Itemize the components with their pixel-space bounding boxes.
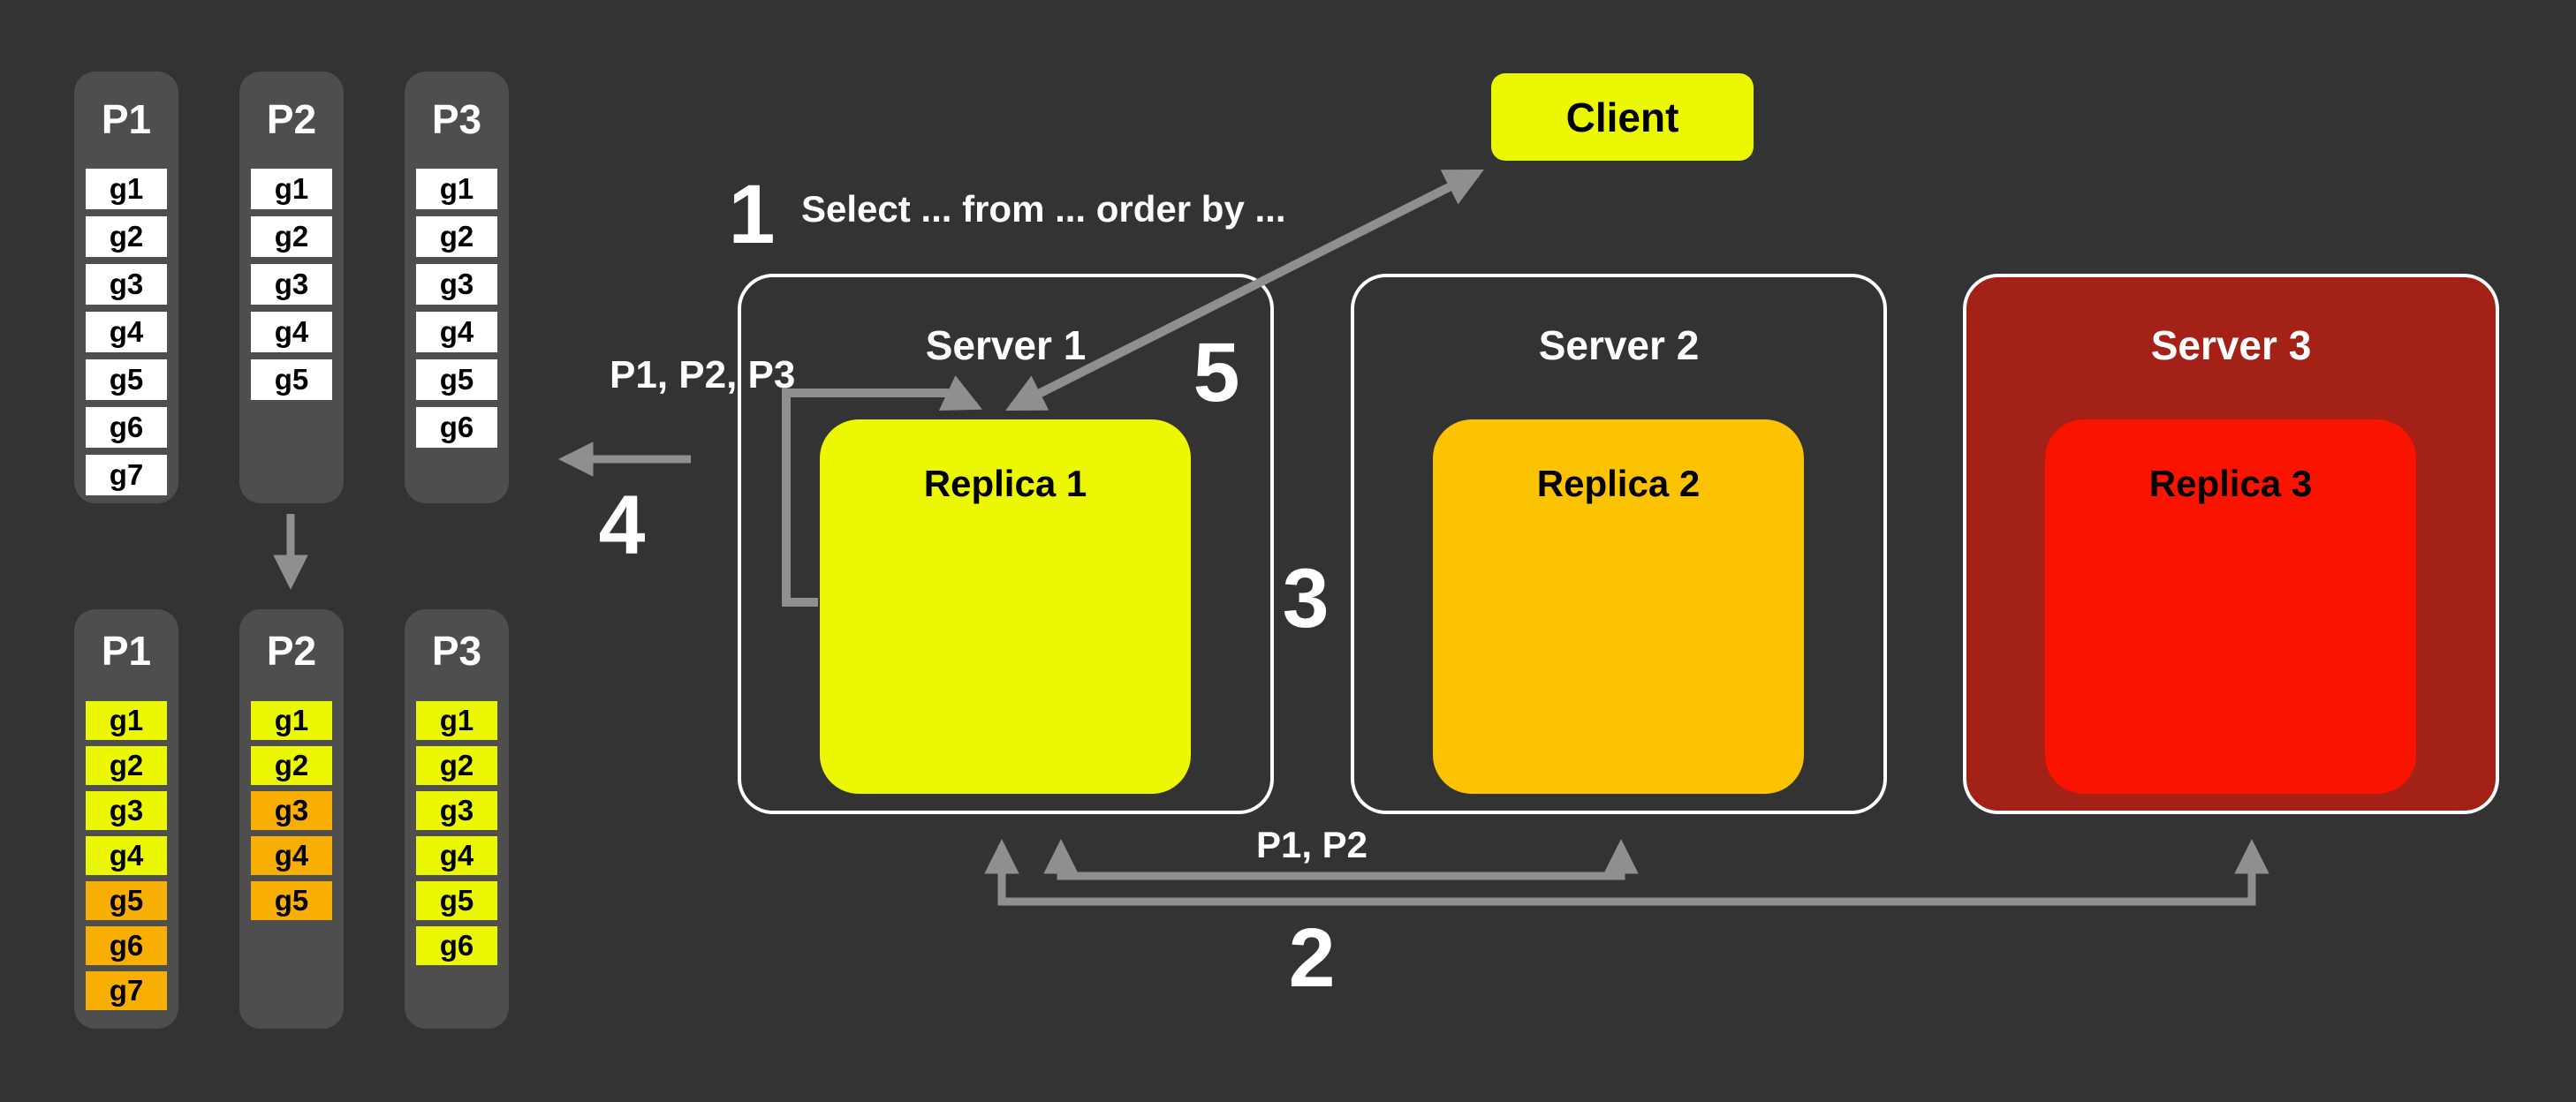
partition-cell: g4 — [86, 836, 167, 875]
partition-label: P3 — [431, 96, 482, 142]
partition-cell: g5 — [251, 881, 332, 920]
partition-column-sorted-P2: P2 g1 g2 g3 g4 g5 — [239, 609, 344, 1029]
scatter-outer-bracket-arrow — [984, 839, 2269, 906]
partition-cell: g3 — [86, 264, 167, 305]
partition-column-sorted-P1: P1 g1 g2 g3 g4 g5 g6 g7 — [74, 609, 178, 1029]
partition-cell: g5 — [416, 881, 497, 920]
partition-cell: g4 — [251, 836, 332, 875]
step-3-number: 3 — [1282, 552, 1330, 645]
partition-cell: g5 — [86, 881, 167, 920]
step-2-number: 2 — [1288, 911, 1336, 1005]
partition-cell: g2 — [251, 216, 332, 257]
partition-cell: g3 — [251, 264, 332, 305]
step-2-partitions-label: P1, P2 — [1255, 824, 1368, 865]
partition-cell: g1 — [86, 701, 167, 740]
partition-cell: g3 — [86, 791, 167, 830]
partition-label: P2 — [266, 96, 317, 142]
partition-cell: g1 — [416, 169, 497, 209]
partition-cell-list: g1 g2 g3 g4 g5 g6 — [416, 169, 497, 448]
partition-cell: g5 — [251, 359, 332, 400]
merge-partitions-label: P1, P2, P3 — [610, 353, 796, 396]
replica-2-label: Replica 2 — [1536, 463, 1701, 504]
partition-cell: g3 — [416, 791, 497, 830]
partition-cell: g1 — [416, 701, 497, 740]
step-4-number: 4 — [598, 479, 646, 572]
partition-cell-list: g1 g2 g3 g4 g5 g6 — [416, 701, 497, 965]
partition-cell-list: g1 g2 g3 g4 g5 — [251, 169, 332, 400]
partition-cell: g4 — [86, 312, 167, 352]
partition-cell: g2 — [86, 216, 167, 257]
replica-3-label: Replica 3 — [2148, 463, 2313, 504]
partition-cell-list: g1 g2 g3 g4 g5 g6 g7 — [86, 169, 167, 495]
step-1-number: 1 — [728, 168, 776, 261]
partition-cell: g3 — [416, 264, 497, 305]
partition-cell: g2 — [86, 746, 167, 785]
partition-cell: g2 — [416, 746, 497, 785]
partition-label: P2 — [266, 628, 317, 674]
partition-cell: g6 — [86, 926, 167, 965]
partition-cell-list: g1 g2 g3 g4 g5 g6 g7 — [86, 701, 167, 1010]
replica-3-box: Replica 3 — [2045, 419, 2416, 794]
partition-cell: g6 — [86, 407, 167, 448]
partition-cell: g2 — [416, 216, 497, 257]
partition-cell: g1 — [251, 701, 332, 740]
partition-column-sorted-P3: P3 g1 g2 g3 g4 g5 g6 — [405, 609, 509, 1029]
partition-label: P1 — [101, 96, 152, 142]
partition-cell: g6 — [416, 926, 497, 965]
partition-column-unsorted-P3: P3 g1 g2 g3 g4 g5 g6 — [405, 72, 509, 503]
server-3-label: Server 3 — [2150, 322, 2312, 368]
partition-cell: g1 — [251, 169, 332, 209]
partition-cell: g3 — [251, 791, 332, 830]
partition-cell-list: g1 g2 g3 g4 g5 — [251, 701, 332, 920]
client-label: Client — [1565, 94, 1679, 140]
server-2-label: Server 2 — [1538, 322, 1700, 368]
client-box: Client — [1491, 73, 1754, 161]
partition-cell: g7 — [86, 971, 167, 1010]
partition-cell: g4 — [251, 312, 332, 352]
partition-column-unsorted-P1: P1 g1 g2 g3 g4 g5 g6 g7 — [74, 72, 178, 503]
partition-cell: g1 — [86, 169, 167, 209]
partition-cell: g5 — [86, 359, 167, 400]
partition-label: P3 — [431, 628, 482, 674]
partition-cell: g2 — [251, 746, 332, 785]
partition-cell: g6 — [416, 407, 497, 448]
partition-label: P1 — [101, 628, 152, 674]
replica-1-box: Replica 1 — [820, 419, 1191, 794]
replica-1-label: Replica 1 — [923, 463, 1087, 504]
step-5-number: 5 — [1193, 326, 1240, 419]
query-text: Select ... from ... order by ... — [801, 188, 1286, 230]
server-3-box: Server 3 Replica 3 — [1963, 274, 2499, 814]
server-2-box: Server 2 Replica 2 — [1351, 274, 1887, 814]
partition-cell: g7 — [86, 455, 167, 495]
partition-cell: g5 — [416, 359, 497, 400]
partition-column-unsorted-P2: P2 g1 g2 g3 g4 g5 — [239, 72, 344, 503]
replica-2-box: Replica 2 — [1433, 419, 1804, 794]
partition-cell: g4 — [416, 312, 497, 352]
partition-cell: g4 — [416, 836, 497, 875]
